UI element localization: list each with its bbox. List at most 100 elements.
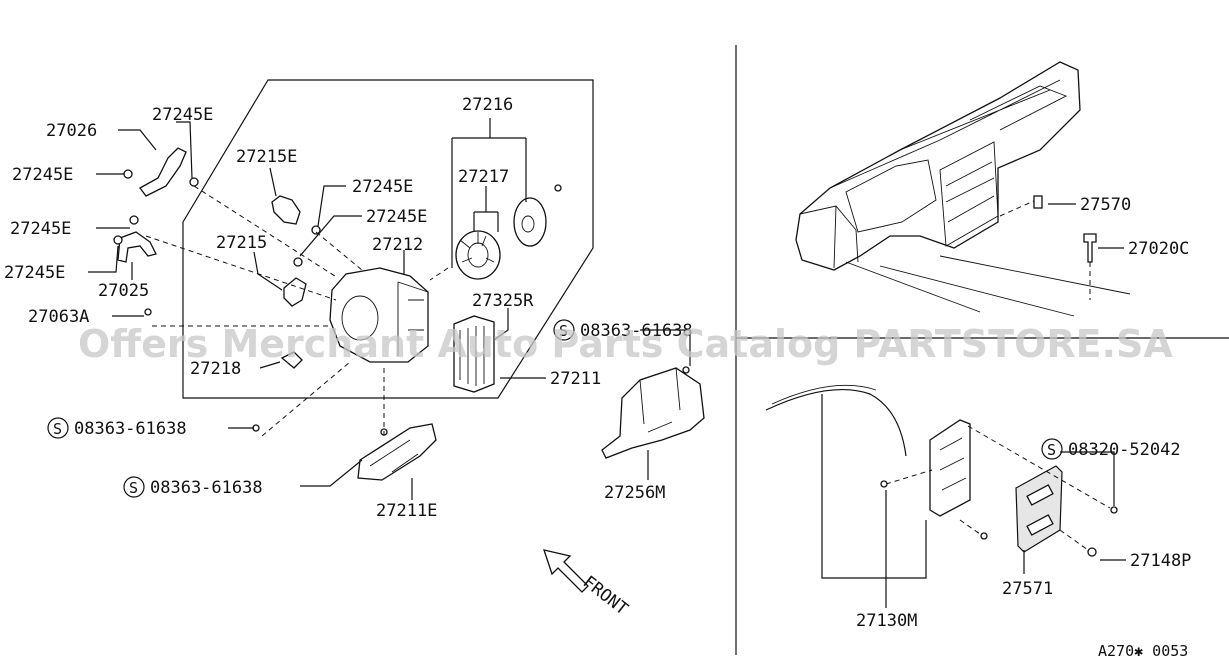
control-cable — [765, 389, 907, 457]
duct-27256M — [601, 367, 705, 459]
front-label: FRONT — [579, 572, 632, 619]
leader — [253, 251, 283, 291]
leader — [640, 329, 691, 366]
label-27216: 27216 — [462, 95, 513, 115]
instrument-panel-left-end — [799, 205, 859, 269]
s-symbol-icon — [553, 319, 575, 341]
label-27256M: 27256M — [604, 483, 665, 503]
resistor-fins — [459, 326, 485, 386]
instrument-panel-cluster — [845, 159, 937, 233]
label-27218: 27218 — [190, 359, 241, 379]
diagram-code: A270✱ 0053 — [1098, 642, 1188, 660]
clip-icon — [123, 169, 133, 179]
assembly-dash — [999, 199, 1037, 217]
s-symbol-icon — [123, 476, 145, 498]
bracket-27211E — [357, 423, 437, 481]
label-27063A: 27063A — [28, 307, 89, 327]
screw-icon — [554, 184, 562, 192]
blower-motor-center — [521, 215, 535, 233]
heater-group-frame — [182, 79, 594, 399]
label-27148P: 27148P — [1130, 551, 1191, 571]
s-symbol-icon — [47, 417, 69, 439]
floor-lines — [845, 255, 1131, 317]
heater-case-opening — [341, 295, 379, 341]
s-symbol-text: S — [559, 322, 568, 340]
control-bracket-detail — [939, 437, 967, 491]
screw-27020C-icon — [1083, 233, 1097, 263]
label-27325R: 27325R — [472, 291, 534, 311]
label-27211: 27211 — [550, 369, 601, 389]
label-27215: 27215 — [216, 233, 267, 253]
assembly-dash — [429, 267, 449, 281]
assembly-dash — [885, 469, 933, 485]
front-arrow-icon — [543, 549, 589, 593]
screw-icon — [880, 480, 888, 488]
label-27245E: 27245E — [352, 177, 413, 197]
screw-icon — [144, 308, 152, 316]
s-symbol-text: S — [129, 479, 138, 497]
leader — [317, 185, 346, 227]
label-27245E: 27245E — [10, 219, 71, 239]
instrument-panel — [795, 61, 1081, 271]
assembly-dash — [959, 519, 981, 535]
screw-icon — [1110, 506, 1118, 514]
instrument-panel-top — [829, 79, 1068, 189]
label-27571: 27571 — [1002, 579, 1053, 599]
leader — [118, 129, 157, 151]
clip-icon — [129, 215, 139, 225]
leader — [300, 459, 363, 487]
leader — [259, 361, 281, 369]
clip-27570-icon — [1033, 195, 1043, 209]
label-27217: 27217 — [458, 167, 509, 187]
leader — [269, 167, 277, 197]
label-27245E: 27245E — [12, 165, 73, 185]
bracket-27211E-inner — [369, 439, 419, 473]
leader — [299, 215, 362, 257]
assembly-dash — [315, 231, 363, 271]
control-panel-27571 — [1015, 465, 1063, 553]
assembly-dash — [261, 361, 351, 437]
label-27211E: 27211E — [376, 501, 437, 521]
label-27025: 27025 — [98, 281, 149, 301]
control-panel-slot — [1026, 484, 1054, 506]
leader — [1060, 451, 1115, 506]
s-symbol-text: S — [53, 420, 62, 438]
duct-27025 — [117, 231, 157, 263]
control-bracket — [929, 419, 971, 517]
heater-case-27212 — [329, 267, 429, 363]
label-08363-61638: 08363-61638 — [74, 419, 187, 439]
assembly-dash — [145, 235, 337, 301]
label-27026: 27026 — [46, 121, 97, 141]
lever-27215 — [283, 277, 307, 307]
screw-icon — [682, 366, 690, 374]
screw-icon — [980, 532, 988, 540]
control-cable-inner — [771, 384, 877, 405]
label-27245E: 27245E — [366, 207, 427, 227]
clip-icon — [311, 225, 321, 235]
s-symbol-text: S — [1047, 441, 1056, 459]
duct-27256M-detail — [639, 367, 681, 433]
clip-27218 — [280, 351, 303, 369]
nut-icon — [1087, 547, 1097, 557]
label-27020C: 27020C — [1128, 239, 1189, 259]
s-symbol-icon — [1041, 438, 1063, 460]
leader — [176, 121, 193, 179]
label-27212: 27212 — [372, 235, 423, 255]
leader — [451, 118, 527, 268]
leader — [821, 394, 927, 579]
leader — [473, 186, 499, 232]
label-08320-52042: 08320-52042 — [1068, 440, 1181, 460]
assembly-dash — [193, 185, 339, 279]
leader — [493, 308, 509, 341]
label-27245E: 27245E — [152, 105, 213, 125]
label-08363-61638: 08363-61638 — [580, 321, 693, 341]
label-27570: 27570 — [1080, 195, 1131, 215]
assembly-dash — [967, 425, 1111, 509]
label-27215E: 27215E — [236, 147, 297, 167]
label-08363-61638: 08363-61638 — [150, 478, 263, 498]
label-27245E: 27245E — [4, 263, 65, 283]
duct-27215E — [271, 195, 301, 225]
duct-27026 — [139, 147, 187, 197]
watermark: Offers Merchant Auto Parts Catalog PARTS… — [78, 322, 1173, 366]
heater-case-flange — [397, 281, 429, 356]
